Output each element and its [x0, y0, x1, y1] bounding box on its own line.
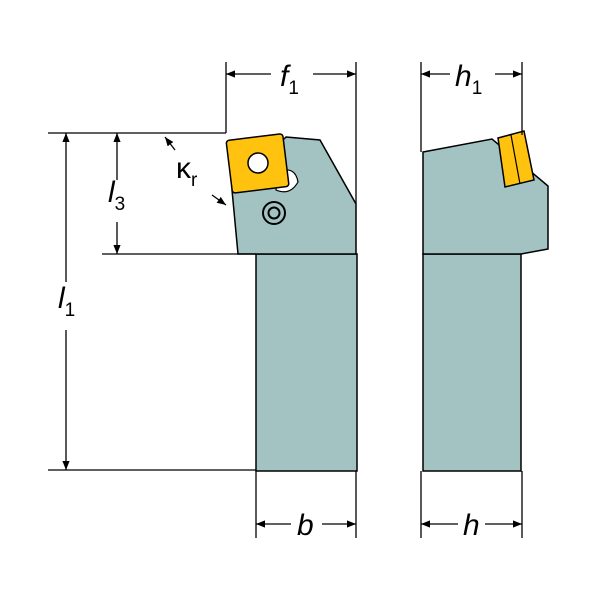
- label-kr: κr: [176, 152, 198, 191]
- dim-kr-arrow-bottom: [211, 194, 227, 206]
- clamp-screw: [262, 201, 286, 225]
- front-view: [225, 133, 358, 472]
- label-h1: h1: [455, 60, 482, 99]
- label-b: b: [297, 509, 314, 542]
- dimension-lines: [62, 70, 522, 528]
- side-view: [422, 130, 549, 472]
- insert-hole: [247, 152, 269, 174]
- label-f1: f1: [280, 60, 299, 99]
- side-shank: [422, 253, 522, 472]
- dim-kr-arrow-top: [164, 136, 176, 151]
- label-l1: l1: [58, 282, 75, 321]
- label-l3: l3: [108, 176, 125, 215]
- label-h: h: [463, 509, 480, 542]
- front-shank: [255, 253, 358, 472]
